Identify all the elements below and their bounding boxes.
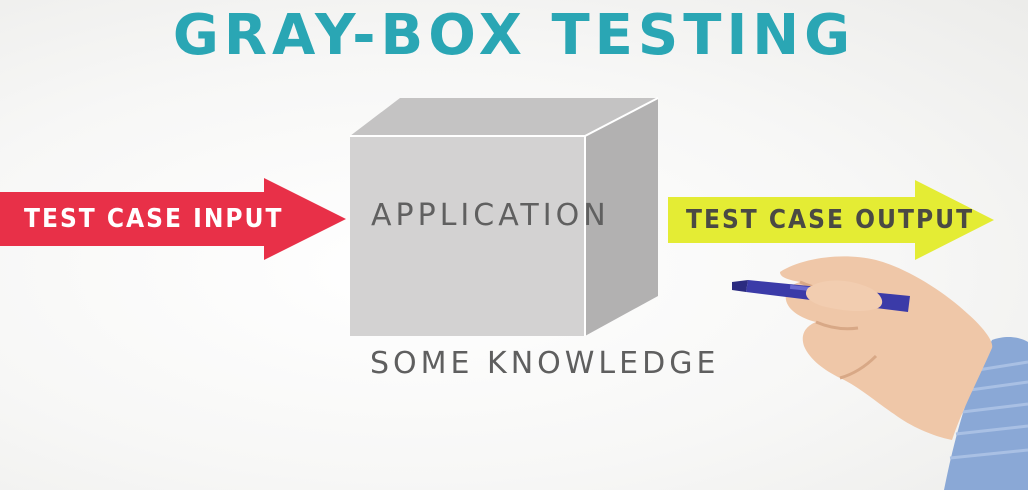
- cube-side-face: [585, 98, 658, 336]
- sleeve-stripes: [949, 360, 1028, 460]
- input-arrow-label: TEST CASE INPUT: [24, 204, 284, 234]
- hand: [780, 256, 993, 440]
- thumb: [805, 280, 883, 312]
- output-arrow-shape: [668, 180, 994, 260]
- cube-front-face: [350, 136, 585, 336]
- application-cube: [350, 97, 659, 336]
- application-label: APPLICATION: [371, 198, 610, 233]
- output-arrow-label: TEST CASE OUTPUT: [686, 205, 975, 235]
- hand-with-marker-icon: [732, 256, 1028, 490]
- diagram-title: GRAY-BOX TESTING: [172, 3, 856, 68]
- input-arrow-shape: [0, 178, 346, 260]
- output-arrow: [668, 180, 994, 260]
- input-arrow: [0, 178, 346, 260]
- knowledge-caption: SOME KNOWLEDGE: [370, 346, 720, 381]
- cube-top-face: [350, 98, 658, 136]
